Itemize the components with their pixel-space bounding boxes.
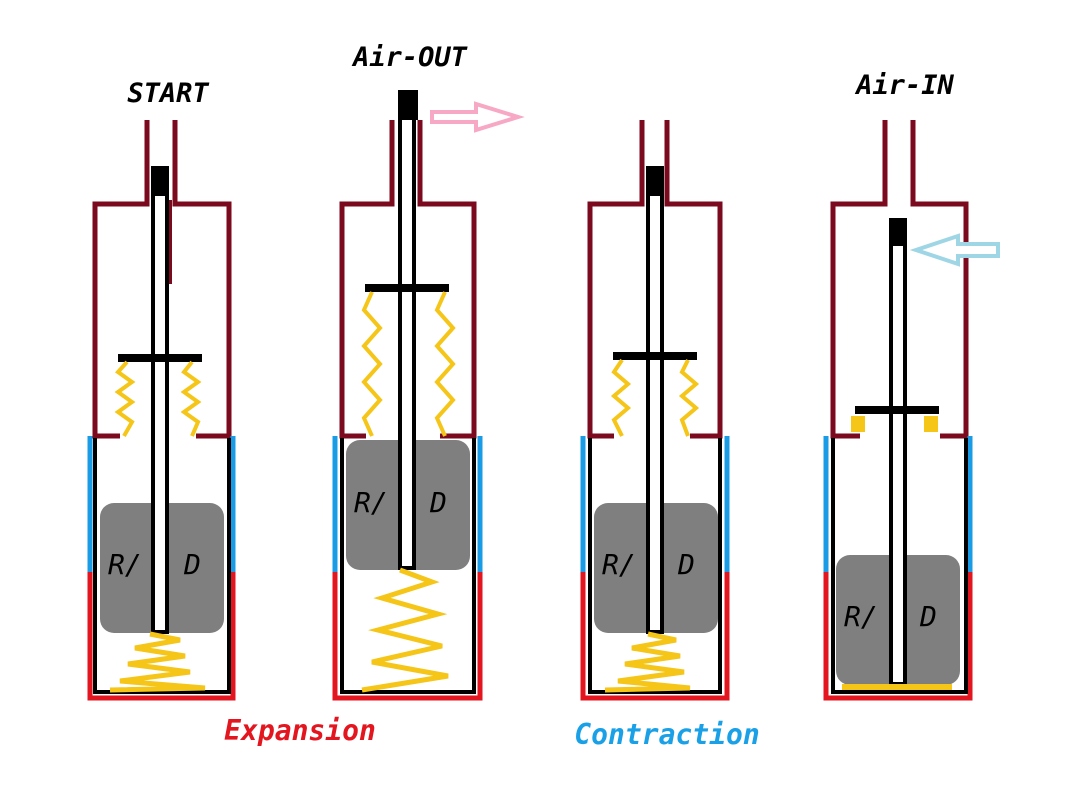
contraction-label: Contraction bbox=[574, 718, 759, 751]
upper-spring bbox=[610, 358, 632, 437]
lower-spring bbox=[109, 631, 206, 693]
lower-spring bbox=[842, 684, 952, 690]
mass-label-left: R/ bbox=[108, 548, 142, 581]
mass-label-left: R/ bbox=[844, 600, 878, 633]
unit-air-out bbox=[332, 90, 525, 701]
unit-start bbox=[87, 120, 236, 701]
mass-label-left: R/ bbox=[602, 548, 636, 581]
unit-contraction bbox=[580, 120, 730, 701]
unit-air-in bbox=[823, 120, 1000, 701]
valve-cap bbox=[646, 166, 664, 196]
expansion-label: Expansion bbox=[224, 714, 376, 747]
air-out-label: Air-OUT bbox=[351, 42, 468, 73]
piston-rod bbox=[646, 188, 664, 634]
upper-spring bbox=[114, 360, 136, 437]
compressed-spring bbox=[851, 416, 865, 432]
mass-label-right: D bbox=[919, 600, 937, 633]
lower-spring bbox=[361, 567, 449, 693]
sleeve-red bbox=[87, 572, 236, 701]
mass-label-right: D bbox=[429, 486, 447, 519]
sleeve-inner bbox=[93, 438, 231, 694]
sleeve-red bbox=[580, 572, 730, 701]
piston-rod bbox=[151, 188, 169, 634]
piston-rod bbox=[889, 242, 907, 686]
piston-rod bbox=[398, 108, 416, 570]
air-in-arrow-icon bbox=[909, 233, 1000, 267]
lower-spring bbox=[604, 631, 691, 693]
mass-label-right: D bbox=[183, 548, 201, 581]
mass-label-left: R/ bbox=[354, 486, 388, 519]
air-out-arrow-icon bbox=[430, 101, 525, 133]
air-in-label: Air-IN bbox=[854, 70, 954, 101]
upper-spring bbox=[361, 291, 383, 437]
valve-cap bbox=[889, 218, 907, 246]
valve-cap bbox=[398, 90, 418, 120]
valve-cap bbox=[151, 166, 169, 196]
sleeve-red bbox=[332, 572, 483, 701]
start-label: START bbox=[127, 78, 209, 109]
mass-label-right: D bbox=[677, 548, 695, 581]
upper-housing bbox=[587, 120, 723, 439]
sleeve-red bbox=[823, 572, 973, 701]
upper-housing bbox=[339, 120, 477, 439]
upper-housing bbox=[92, 120, 232, 439]
upper-housing bbox=[830, 120, 969, 439]
